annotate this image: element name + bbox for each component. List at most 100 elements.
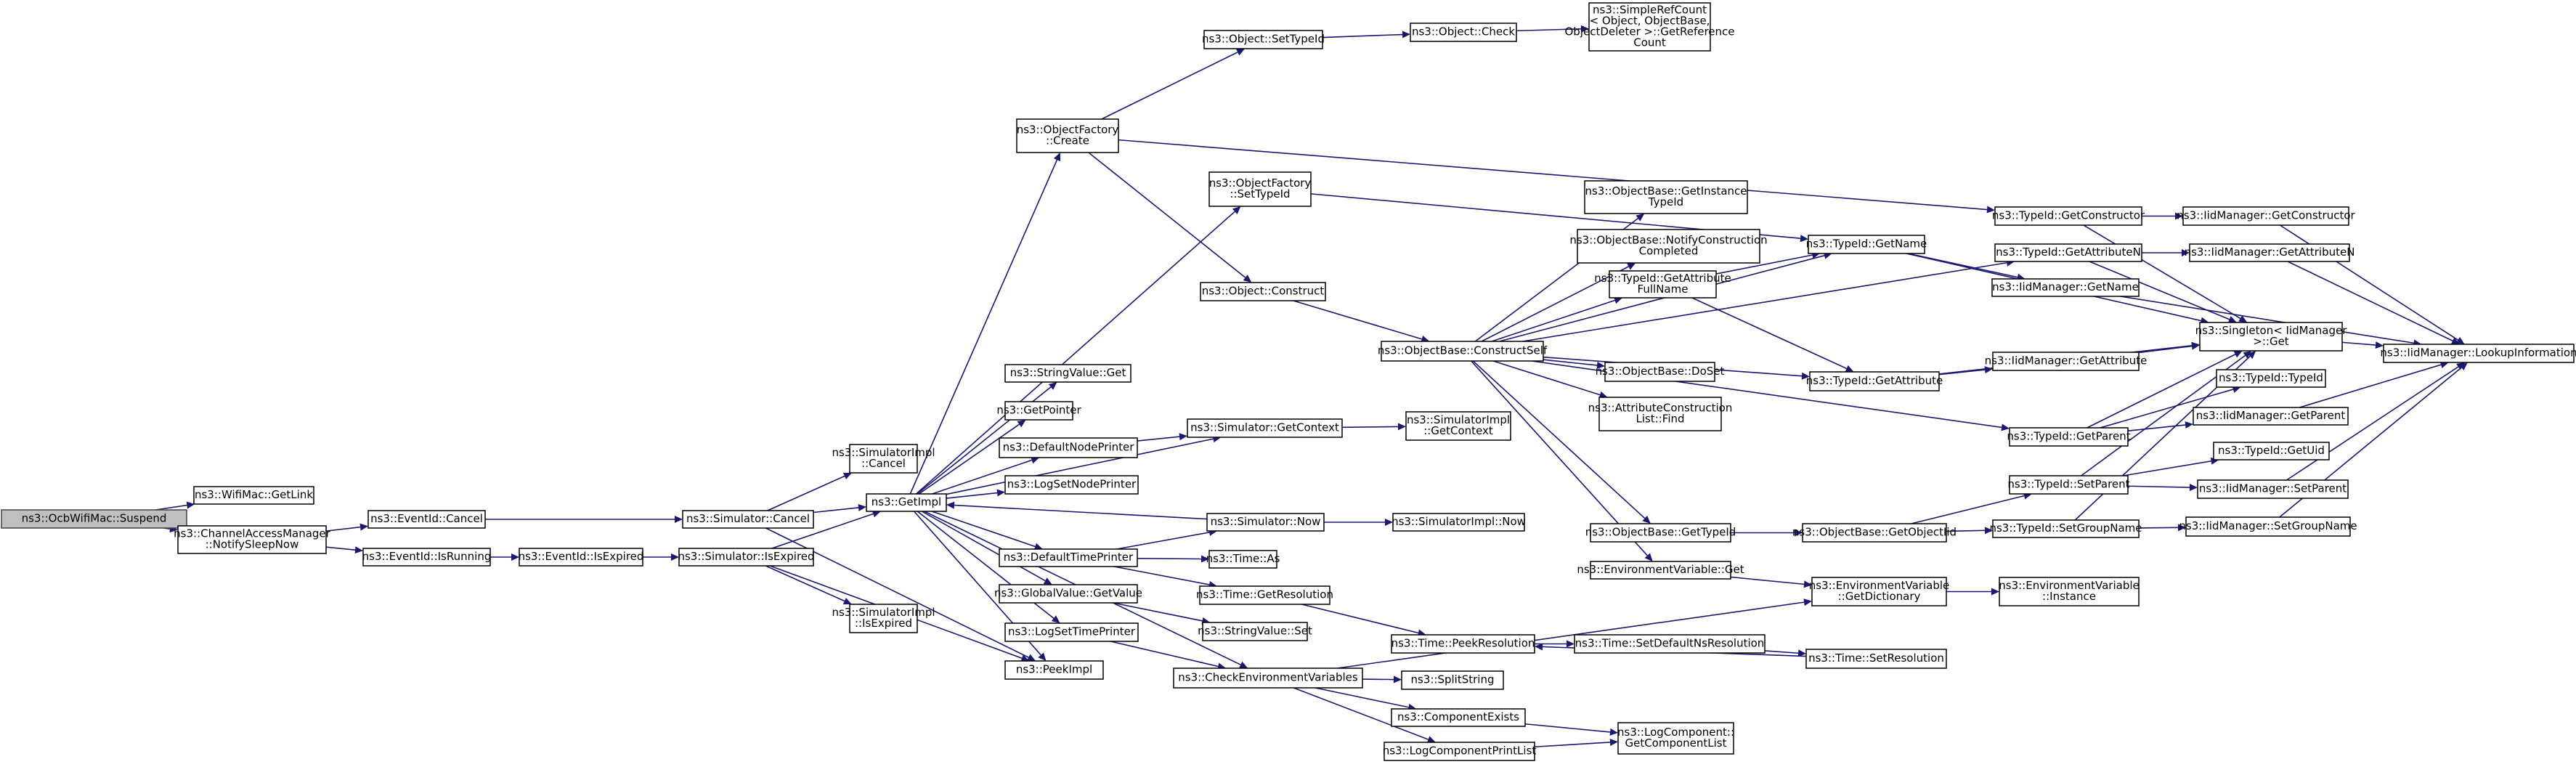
node-time-setdefaultnsresolution[interactable]: ns3::Time::SetDefaultNsResolution xyxy=(1574,634,1766,654)
node-time-setresolution[interactable]: ns3::Time::SetResolution xyxy=(1805,649,1947,669)
node-objectbase-getobjectiid[interactable]: ns3::ObjectBase::GetObjectIid xyxy=(1792,523,1957,543)
node-envvar-get[interactable]: ns3::EnvironmentVariable::Get xyxy=(1577,561,1744,580)
node-sim-isexpired[interactable]: ns3::Simulator::IsExpired xyxy=(678,548,815,567)
node-label: GetComponentList xyxy=(1625,736,1726,750)
node-object-settypeid[interactable]: ns3::Object::SetTypeId xyxy=(1202,30,1325,49)
node-defaulttimeprinter[interactable]: ns3::DefaultTimePrinter xyxy=(999,548,1138,567)
node-checkenvvars[interactable]: ns3::CheckEnvironmentVariables xyxy=(1173,667,1363,689)
node-object-construct[interactable]: ns3::Object::Construct xyxy=(1200,282,1326,301)
node-box xyxy=(1004,475,1139,495)
node-iidm-getattributen[interactable]: ns3::IidManager::GetAttributeN xyxy=(2185,243,2355,262)
call-edge-eventid_isrunning-to-eventid_isexpired xyxy=(490,553,519,561)
node-splitstring[interactable]: ns3::SplitString xyxy=(1401,670,1504,690)
node-typeid-getparent[interactable]: ns3::TypeId::GetParent xyxy=(2007,427,2131,447)
call-edge-constructself-to-attrconstructionlist xyxy=(1492,360,1608,399)
node-peekimpl[interactable]: ns3::PeekImpl xyxy=(1004,660,1104,680)
node-suspend[interactable]: ns3::OcbWifiMac::Suspend xyxy=(1,509,187,529)
node-typeid-getname[interactable]: ns3::TypeId::GetName xyxy=(1806,235,1927,254)
node-stringvalue-get[interactable]: ns3::StringValue::Get xyxy=(1004,364,1131,383)
node-typeid-getattribute[interactable]: ns3::TypeId::GetAttribute xyxy=(1806,371,1943,391)
node-label: ns3::IidManager::LookupInformation xyxy=(2380,346,2576,360)
node-objectbase-gettypeid[interactable]: ns3::ObjectBase::GetTypeId xyxy=(1585,523,1736,543)
node-iidm-getconstructor[interactable]: ns3::IidManager::GetConstructor xyxy=(2177,206,2356,226)
node-label: ns3::DefaultNodePrinter xyxy=(1003,441,1135,454)
node-time-peekresolution[interactable]: ns3::Time::PeekResolution xyxy=(1391,634,1535,654)
call-edge-typeid_getparent-to-iidm_getparent xyxy=(2127,421,2193,431)
node-getlink[interactable]: ns3::WifiMac::GetLink xyxy=(193,486,314,505)
node-label: >::Get xyxy=(2253,335,2289,348)
node-box xyxy=(2009,427,2129,447)
node-iidm-getname[interactable]: ns3::IidManager::GetName xyxy=(1991,278,2140,297)
node-eventid-cancel[interactable]: ns3::EventId::Cancel xyxy=(367,510,486,529)
node-typeid-setgroupname[interactable]: ns3::TypeId::SetGroupName xyxy=(1989,519,2142,538)
node-iidm-setgroupname[interactable]: ns3::IidManager::SetGroupName xyxy=(2179,516,2357,537)
node-box xyxy=(2009,475,2129,495)
node-globalvalue-getvalue[interactable]: ns3::GlobalValue::GetValue xyxy=(994,584,1142,604)
call-edge-sim_cancel-to-getimpl xyxy=(813,503,866,514)
node-typeid-getuid[interactable]: ns3::TypeId::GetUid xyxy=(2213,442,2330,460)
node-getimpl[interactable]: ns3::GetImpl xyxy=(866,493,947,512)
node-iidm-lookupinformation[interactable]: ns3::IidManager::LookupInformation xyxy=(2380,344,2576,363)
node-sim-getcontext[interactable]: ns3::Simulator::GetContext xyxy=(1187,418,1343,438)
node-logcomponent-getcomponentlist[interactable]: ns3::LogComponent::GetComponentList xyxy=(1617,722,1734,755)
node-simimpl-getcontext[interactable]: ns3::SimulatorImpl::GetContext xyxy=(1405,411,1511,441)
node-box xyxy=(1202,622,1308,641)
node-constructself[interactable]: ns3::ObjectBase::ConstructSelf xyxy=(1378,341,1548,362)
node-envvar-getdictionary[interactable]: ns3::EnvironmentVariable::GetDictionary xyxy=(1809,577,1949,606)
node-eventid-isexpired[interactable]: ns3::EventId::IsExpired xyxy=(519,548,644,567)
node-notifysleep[interactable]: ns3::ChannelAccessManager::NotifySleepNo… xyxy=(174,525,331,554)
node-typeid-getattributen[interactable]: ns3::TypeId::GetAttributeN xyxy=(1994,243,2142,262)
node-box xyxy=(1206,513,1325,532)
call-edge-globalvalue_getvalue-to-stringvalue_set xyxy=(1113,602,1211,625)
node-componentexists[interactable]: ns3::ComponentExists xyxy=(1391,708,1526,727)
node-box xyxy=(177,525,327,554)
node-stringvalue-set[interactable]: ns3::StringValue::Set xyxy=(1198,622,1312,641)
node-label: ns3::IidManager::SetGroupName xyxy=(2179,519,2357,532)
node-label: ns3::DefaultTimePrinter xyxy=(1004,551,1134,564)
node-envvar-instance[interactable]: ns3::EnvironmentVariable::Instance xyxy=(1999,577,2140,606)
node-object-check[interactable]: ns3::Object::Check xyxy=(1410,23,1517,42)
call-edge-logsettimeprinter-to-checkenvvars xyxy=(1110,641,1227,670)
node-label: ns3::Time::PeekResolution xyxy=(1391,637,1535,650)
node-simimpl-isexpired[interactable]: ns3::SimulatorImpl::IsExpired xyxy=(832,604,935,633)
node-label: Completed xyxy=(1639,245,1699,258)
node-objectbase-doset[interactable]: ns3::ObjectBase::DoSet xyxy=(1596,362,1725,382)
node-box xyxy=(1609,270,1717,299)
node-time-as[interactable]: ns3::Time::As xyxy=(1206,550,1280,569)
node-eventid-isrunning[interactable]: ns3::EventId::IsRunning xyxy=(362,548,492,567)
node-time-getresolution[interactable]: ns3::Time::GetResolution xyxy=(1196,585,1333,605)
node-iidm-getparent[interactable]: ns3::IidManager::GetParent xyxy=(2193,407,2349,426)
call-edge-defaulttimeprinter-to-sim_now xyxy=(1116,529,1218,550)
node-objfactory-settypeid[interactable]: ns3::ObjectFactory::SetTypeId xyxy=(1208,171,1312,207)
node-typeid-getconstructor[interactable]: ns3::TypeId::GetConstructor xyxy=(1992,206,2145,226)
node-iidm-getattribute[interactable]: ns3::IidManager::GetAttribute xyxy=(1985,352,2148,371)
node-simimpl-cancel[interactable]: ns3::SimulatorImpl::Cancel xyxy=(832,444,935,474)
node-box xyxy=(2189,243,2350,262)
node-simplerefcount[interactable]: ns3::SimpleRefCount< Object, ObjectBase,… xyxy=(1564,2,1735,52)
node-simimpl-now[interactable]: ns3::SimulatorImpl::Now xyxy=(1391,513,1526,532)
node-box xyxy=(1994,243,2142,262)
node-logcomponentprintlist[interactable]: ns3::LogComponentPrintList xyxy=(1383,742,1537,761)
node-typeid-setparent[interactable]: ns3::TypeId::SetParent xyxy=(2007,475,2130,495)
call-edge-getimpl-to-defaultnodeprinter xyxy=(932,456,1040,495)
call-edge-defaulttimeprinter-to-time_as xyxy=(1137,555,1209,563)
node-label: ns3::TypeId::GetParent xyxy=(2007,430,2130,443)
node-label: ns3::IidManager::GetParent xyxy=(2196,409,2346,422)
node-box xyxy=(1405,411,1511,441)
node-defaultnodeprinter[interactable]: ns3::DefaultNodePrinter xyxy=(999,437,1138,458)
node-singleton-get[interactable]: ns3::Singleton< IidManager>::Get xyxy=(2195,322,2348,352)
node-notifyconstruction[interactable]: ns3::ObjectBase::NotifyConstructionCompl… xyxy=(1569,229,1768,264)
node-objfactory-create[interactable]: ns3::ObjectFactory::Create xyxy=(1016,118,1119,153)
node-getpointer[interactable]: ns3::GetPointer xyxy=(996,401,1081,421)
node-label: ns3::Simulator::IsExpired xyxy=(678,550,814,563)
node-sim-cancel[interactable]: ns3::Simulator::Cancel xyxy=(682,510,814,529)
node-typeid-typeid[interactable]: ns3::TypeId::TypeId xyxy=(2216,369,2326,388)
node-logsettimeprinter[interactable]: ns3::LogSetTimePrinter xyxy=(1004,622,1139,642)
call-edge-sim_isexpired-to-simimpl_isexpired xyxy=(765,565,852,605)
node-logsetnodeprinter[interactable]: ns3::LogSetNodePrinter xyxy=(1004,475,1139,495)
node-iidm-setparent[interactable]: ns3::IidManager::SetParent xyxy=(2197,479,2349,499)
node-sim-now[interactable]: ns3::Simulator::Now xyxy=(1206,513,1325,532)
